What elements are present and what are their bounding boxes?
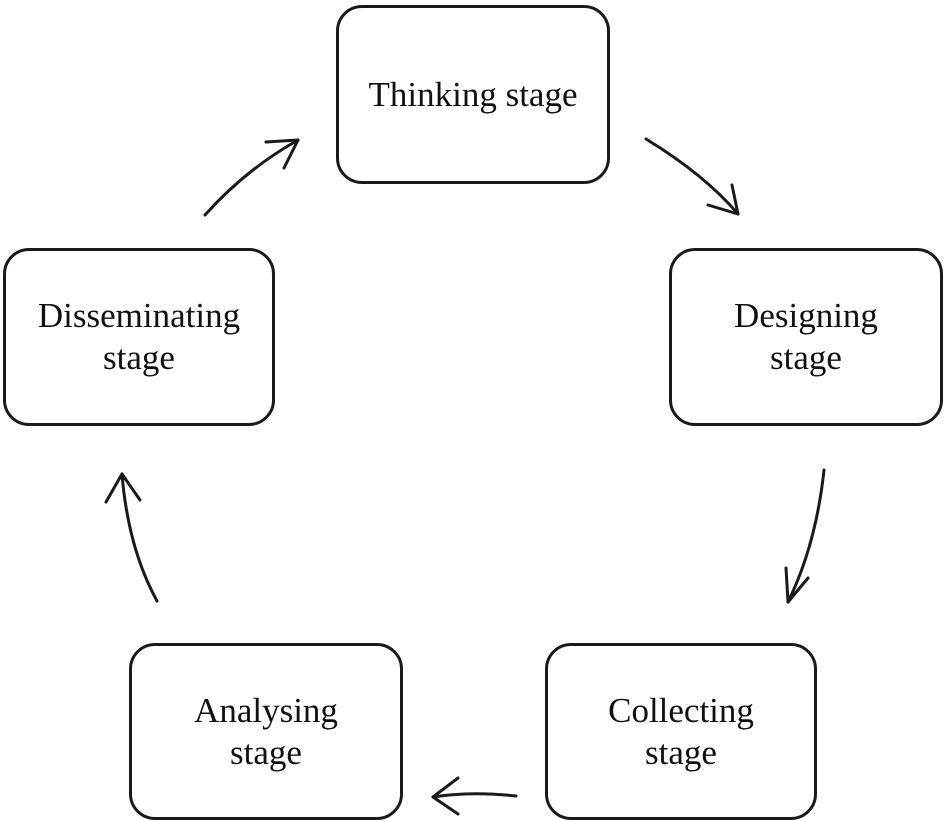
arrow-designing-to-collecting <box>784 468 826 604</box>
disseminating-stage-box: Disseminating stage <box>3 248 275 426</box>
thinking-stage-box: Thinking stage <box>336 5 610 184</box>
collecting-stage-label: Collecting stage <box>608 690 754 772</box>
analysing-stage-label: Analysing stage <box>194 690 338 772</box>
arrow-disseminating-to-thinking <box>203 138 300 217</box>
analysing-stage-box: Analysing stage <box>129 643 403 820</box>
arrow-analysing-to-disseminating <box>104 472 159 603</box>
arrow-thinking-to-designing <box>644 137 740 216</box>
thinking-stage-label: Thinking stage <box>368 74 578 114</box>
designing-stage-box: Designing stage <box>669 248 943 426</box>
designing-stage-label: Designing stage <box>734 296 878 377</box>
disseminating-stage-label: Disseminating stage <box>37 296 241 377</box>
arrow-collecting-to-analysing <box>431 776 518 816</box>
collecting-stage-box: Collecting stage <box>545 643 817 820</box>
